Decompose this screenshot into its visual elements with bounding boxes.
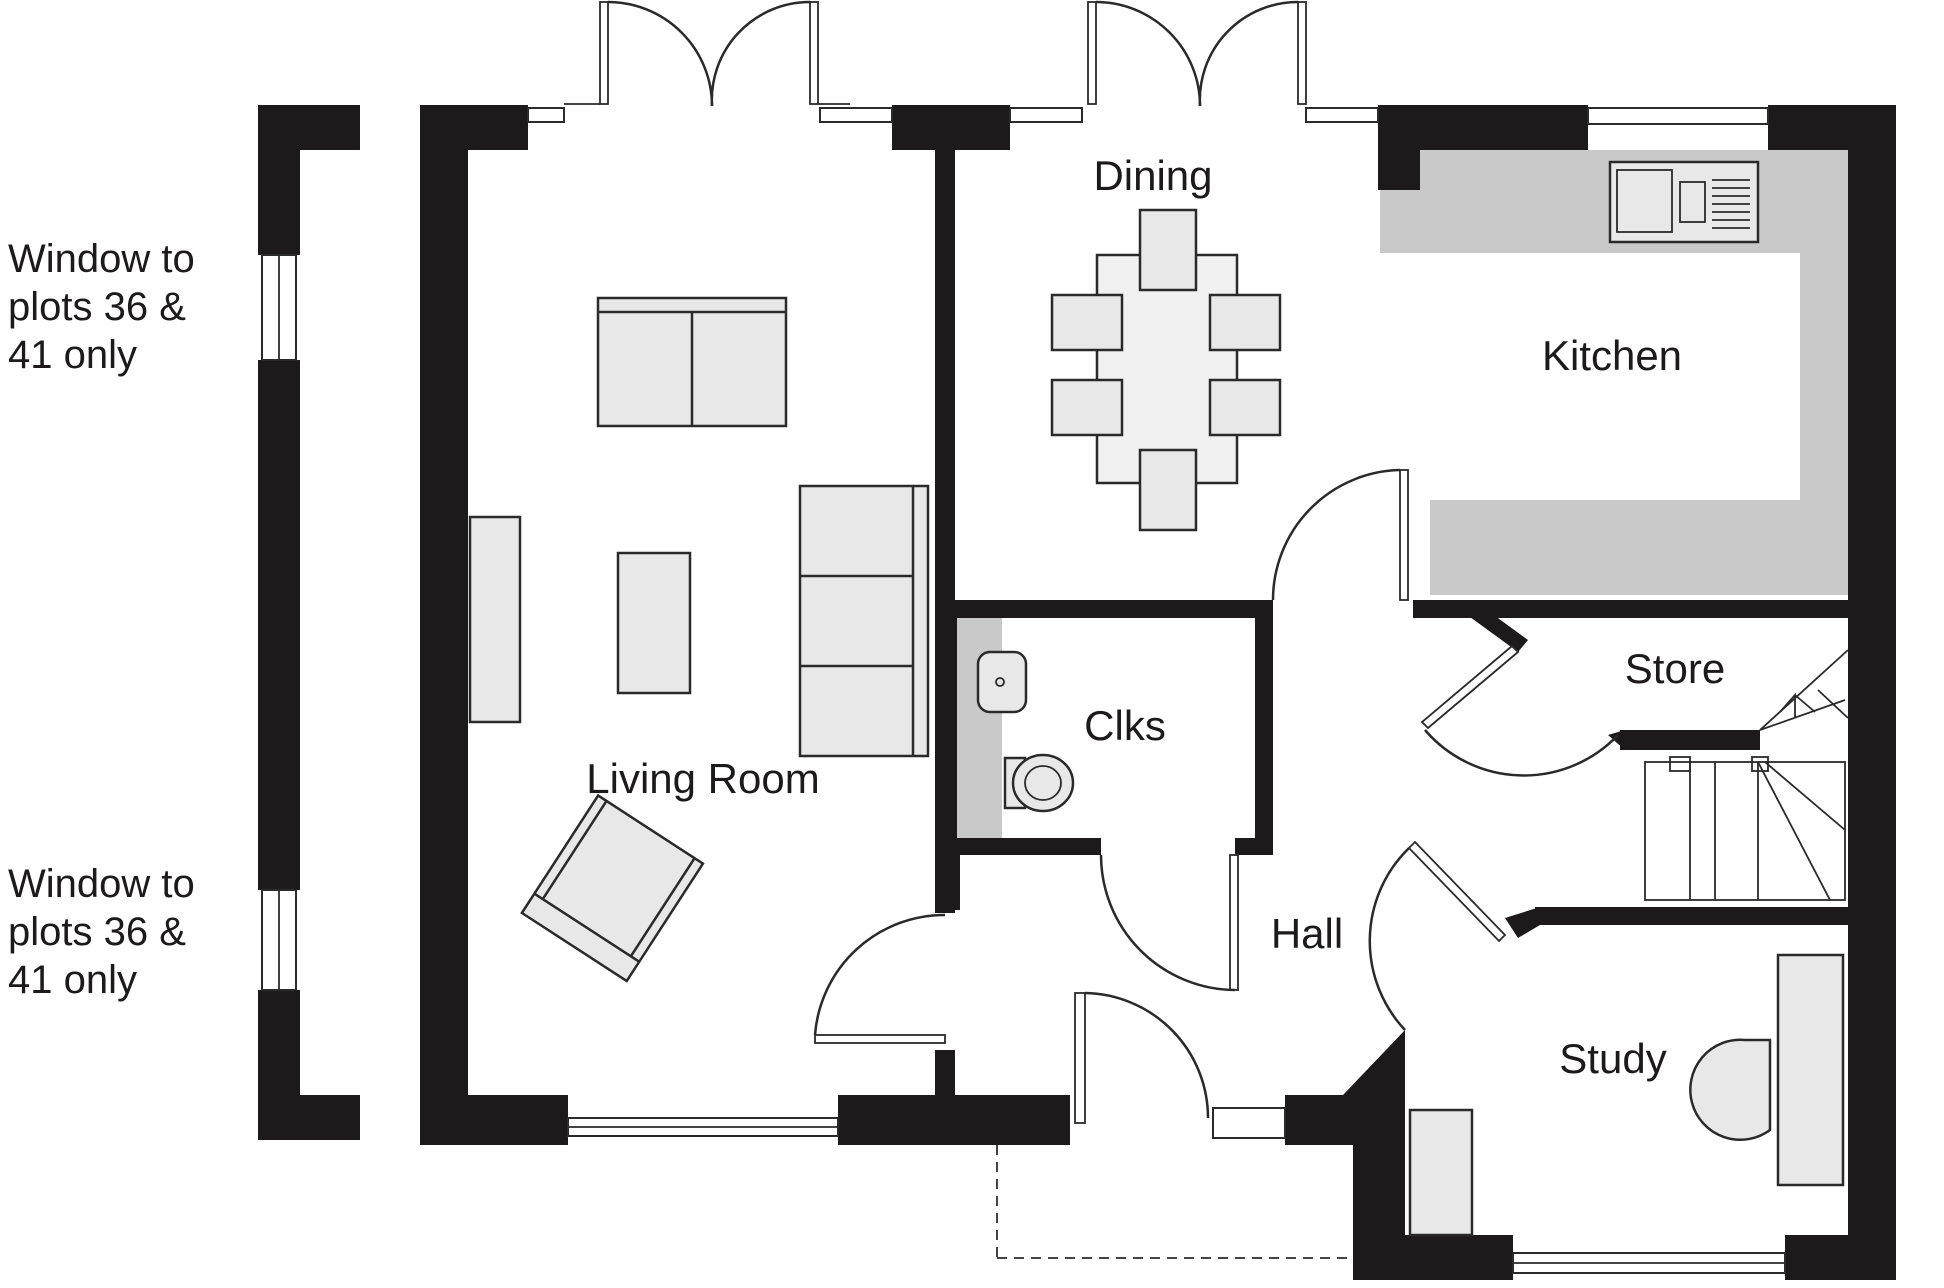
svg-text:41 only: 41 only xyxy=(8,958,137,1002)
note-window-top: Window to plots 36 & 41 only xyxy=(8,237,195,377)
basin xyxy=(976,650,1028,714)
label-kitchen: Kitchen xyxy=(1542,332,1682,379)
french-doors-living xyxy=(564,0,850,107)
dining-table xyxy=(1050,208,1282,532)
media-unit xyxy=(468,515,522,724)
porch-outline xyxy=(996,1145,1353,1259)
armchair xyxy=(520,793,705,983)
svg-text:41 only: 41 only xyxy=(8,333,137,377)
internal-walls xyxy=(935,148,1896,1145)
french-doors-dining xyxy=(1087,0,1307,107)
study-cabinet xyxy=(1408,1108,1474,1237)
staircase xyxy=(1644,649,1849,901)
label-living-room: Living Room xyxy=(586,755,819,802)
label-study: Study xyxy=(1559,1035,1666,1082)
svg-text:plots 36 &: plots 36 & xyxy=(8,910,186,954)
svg-text:Window to: Window to xyxy=(8,862,195,906)
desk-chair xyxy=(1689,1038,1772,1141)
kitchen-worktop xyxy=(1378,150,1848,595)
label-dining: Dining xyxy=(1093,152,1212,199)
side-wall xyxy=(258,105,360,1140)
external-walls xyxy=(420,105,1896,1280)
label-hall: Hall xyxy=(1271,910,1343,957)
desk xyxy=(1776,953,1845,1187)
sofa-three-seat xyxy=(798,484,930,758)
internal-doors xyxy=(813,468,1619,1124)
svg-text:plots 36 &: plots 36 & xyxy=(8,285,186,329)
label-clks: Clks xyxy=(1084,702,1166,749)
coffee-table xyxy=(616,551,692,695)
note-window-bottom: Window to plots 36 & 41 only xyxy=(8,862,195,1002)
label-store: Store xyxy=(1625,645,1725,692)
windows xyxy=(527,107,1786,1274)
sofa-two-seat xyxy=(596,296,788,428)
svg-text:Window to: Window to xyxy=(8,237,195,281)
sink xyxy=(1608,160,1760,244)
toilet xyxy=(1003,753,1075,813)
